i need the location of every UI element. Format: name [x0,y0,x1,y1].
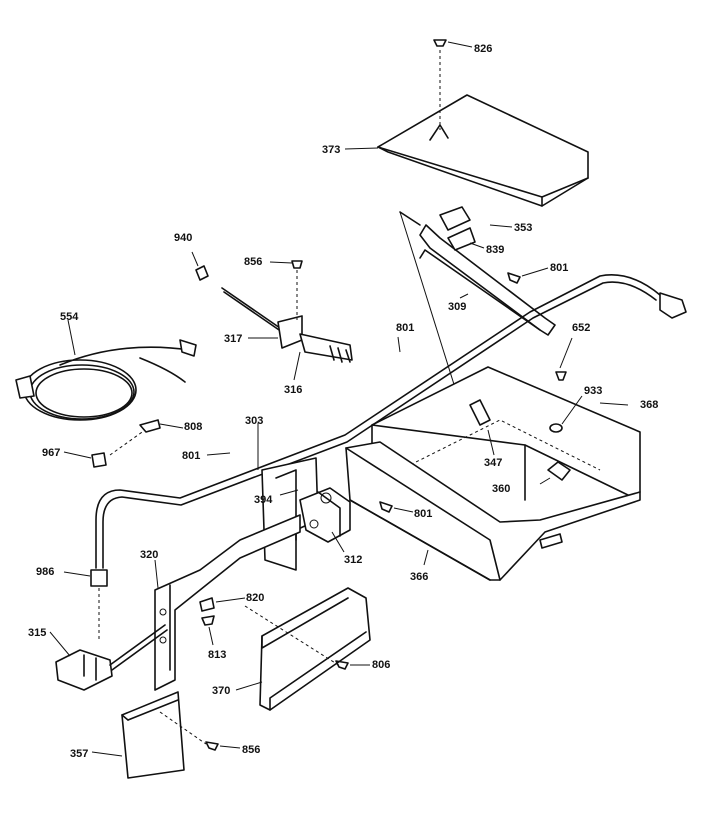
part-320-panel [154,514,301,691]
label-316: 316 [284,384,302,396]
label-317: 317 [224,333,242,345]
part-373-heat-shield [377,94,589,207]
label-652: 652 [572,322,590,334]
label-554: 554 [60,311,79,323]
label-801-d: 801 [414,508,432,520]
label-826: 826 [474,43,492,55]
label-373: 373 [322,144,340,156]
label-856-a: 856 [244,256,262,268]
label-315: 315 [28,627,46,639]
screw-652 [555,337,573,381]
part-368-burner-box [371,366,641,501]
label-353: 353 [514,222,532,234]
label-801-b: 801 [396,322,414,334]
part-312-valve [299,487,351,543]
label-940: 940 [174,232,192,244]
part-554-wire-harness [15,319,197,421]
part-315-regulator [49,624,168,691]
label-933: 933 [584,385,602,397]
part-357-cover [121,691,185,779]
part-366-pan [345,441,641,581]
screw-820 [199,597,246,612]
screw-813 [201,615,215,646]
screw-826 [433,39,473,130]
label-806: 806 [372,659,390,671]
label-368: 368 [640,399,658,411]
label-856-b: 856 [242,744,260,756]
label-357: 357 [70,748,88,760]
screw-801-top [507,267,549,284]
label-808: 808 [184,421,202,433]
label-309: 309 [448,301,466,313]
label-360: 360 [492,483,510,495]
part-808-screw [109,419,184,456]
screw-801-pan [379,501,414,513]
part-309-burner [399,206,556,411]
screw-856-bottom [159,711,241,751]
label-813: 813 [208,649,226,661]
label-394: 394 [254,494,273,506]
label-967: 967 [42,447,60,459]
label-801-c: 801 [182,450,200,462]
label-986: 986 [36,566,54,578]
part-370-access-panel [244,587,371,711]
label-839: 839 [486,244,504,256]
part-317-bracket [221,260,353,363]
label-312: 312 [344,554,362,566]
labels: 826 373 353 839 801 309 940 856 554 317 … [28,43,658,760]
leader-lines [91,147,629,757]
label-366: 366 [410,571,428,583]
part-967-clip [63,451,107,468]
label-303: 303 [245,415,263,427]
label-320: 320 [140,549,158,561]
label-370: 370 [212,685,230,697]
part-940-electrode-cap [191,251,209,281]
label-820: 820 [246,592,264,604]
part-986-fitting [63,569,108,640]
label-801-a: 801 [550,262,568,274]
washer-933 [549,395,583,433]
label-347: 347 [484,457,502,469]
screw-806 [335,660,370,670]
